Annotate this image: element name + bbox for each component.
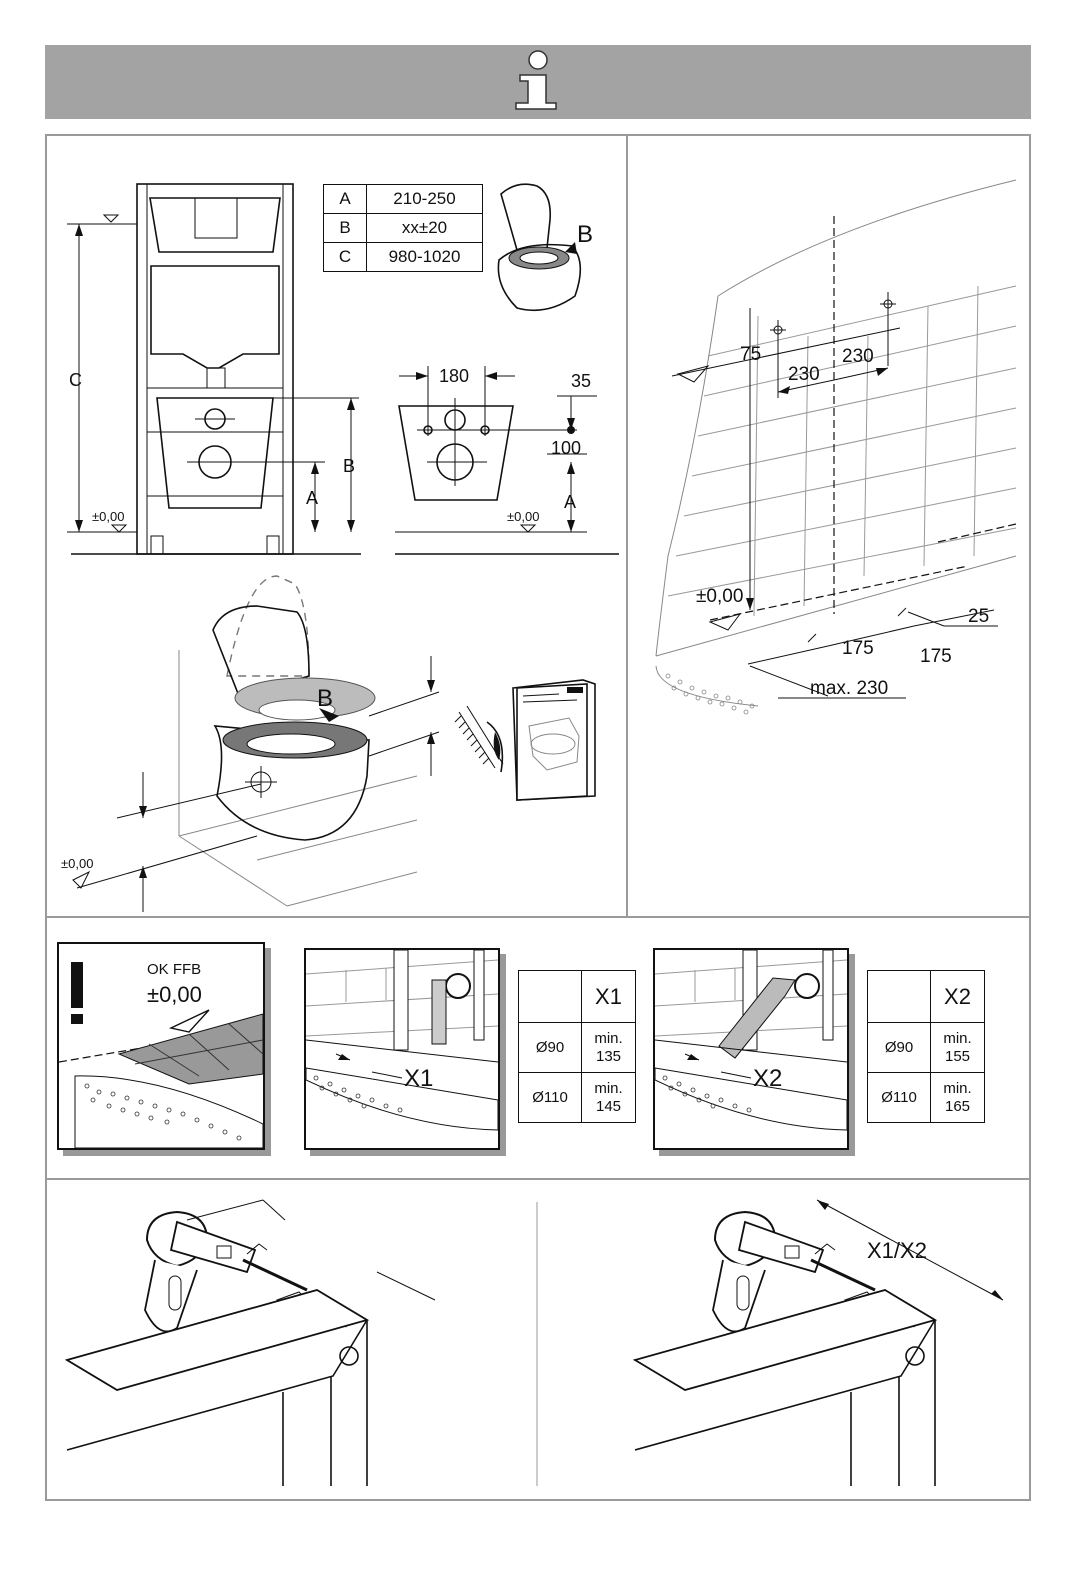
- x2-table: X2 Ø90 min. 155 Ø110 min. 165: [867, 970, 985, 1123]
- info-icon: [45, 45, 1031, 119]
- zero-level-label-floor: ±0,00: [147, 982, 202, 1007]
- dim-25: 25: [968, 606, 989, 627]
- dim-label-c: C: [69, 370, 82, 390]
- dim-key-c: C: [324, 243, 367, 272]
- dim-label-b: B: [343, 456, 355, 476]
- dim-key-b: B: [324, 214, 367, 243]
- x1-row2-val: 145: [582, 1098, 635, 1116]
- dim-value-b: xx±20: [367, 214, 483, 243]
- x2-table-header: X2: [931, 971, 985, 1023]
- x2-drawing-panel: X2: [653, 948, 849, 1150]
- seat-label-b-iso: B: [317, 685, 333, 712]
- x1-row1-dia: Ø90: [519, 1023, 582, 1073]
- dim-label-a: A: [306, 488, 318, 508]
- x2-row2-dia: Ø110: [868, 1073, 931, 1123]
- connector-assembly-right: X1/X2: [635, 1200, 1003, 1486]
- dim-value-c: 980-1020: [367, 243, 483, 272]
- dim-230-a: 230: [788, 364, 820, 385]
- x1-x2-label: X1/X2: [867, 1238, 927, 1263]
- x1-row2-dia: Ø110: [519, 1073, 582, 1123]
- dim-75: 75: [740, 344, 761, 365]
- dim-value-a: 210-250: [367, 185, 483, 214]
- zero-level-label-seat: ±0,00: [61, 856, 93, 871]
- seat-height-drawing: B ±0,00: [61, 576, 439, 912]
- header-bar: [45, 45, 1031, 119]
- x1-table: X1 Ø90 min. 135 Ø110 min. 145: [518, 970, 636, 1123]
- divider-horizontal-1: [45, 916, 1031, 918]
- toilet-iso-small: B: [498, 184, 593, 310]
- x1-drawing: X1: [306, 950, 498, 1148]
- floor-level-drawing: OK FFB ±0,00: [59, 944, 263, 1148]
- dim-175-a: 175: [842, 638, 874, 659]
- ok-ffb-label: OK FFB: [147, 961, 201, 978]
- zero-level-label-bowl: ±0,00: [507, 509, 539, 524]
- dim-label-a-bowl: A: [564, 492, 576, 512]
- x2-row1-min: min.: [931, 1030, 984, 1048]
- x2-row2-val: 165: [931, 1098, 984, 1116]
- x2-row1-val: 155: [931, 1048, 984, 1066]
- dim-100: 100: [551, 438, 581, 458]
- dim-180: 180: [439, 366, 469, 386]
- dimensions-table: A 210-250 B xx±20 C 980-1020: [323, 184, 483, 272]
- dim-35: 35: [571, 371, 591, 391]
- dim-230-b: 230: [842, 346, 874, 367]
- x1-table-header: X1: [582, 971, 636, 1023]
- connector-assembly-left: [67, 1200, 435, 1486]
- seat-label-b: B: [577, 221, 593, 248]
- x1-row1-val: 135: [582, 1048, 635, 1066]
- dim-key-a: A: [324, 185, 367, 214]
- zero-level-label-wall: ±0,00: [696, 586, 743, 607]
- x2-label: X2: [753, 1065, 782, 1092]
- x2-row1-dia: Ø90: [868, 1023, 931, 1073]
- bowl-front-view: 180 35 100 A ±0,00: [395, 366, 619, 554]
- dim-175-b: 175: [920, 646, 952, 667]
- x2-drawing: X2: [655, 950, 847, 1148]
- x1-drawing-panel: X1: [304, 948, 500, 1150]
- x1-row1-min: min.: [582, 1030, 635, 1048]
- floor-level-panel: OK FFB ±0,00: [57, 942, 265, 1150]
- wall-plan-drawing: 75 230 230 ±0,00 175 175 25 max. 230: [628, 136, 1029, 916]
- zero-level-label: ±0,00: [92, 509, 124, 524]
- read-manual-illustration: [455, 680, 595, 800]
- x2-row2-min: min.: [931, 1080, 984, 1098]
- x1-row2-min: min.: [582, 1080, 635, 1098]
- dim-max-230: max. 230: [810, 678, 888, 699]
- flush-connector-drawing: X1/X2: [47, 1180, 1029, 1500]
- x1-label: X1: [404, 1065, 433, 1092]
- frame-front-view: C ±0,00 B A: [67, 184, 361, 554]
